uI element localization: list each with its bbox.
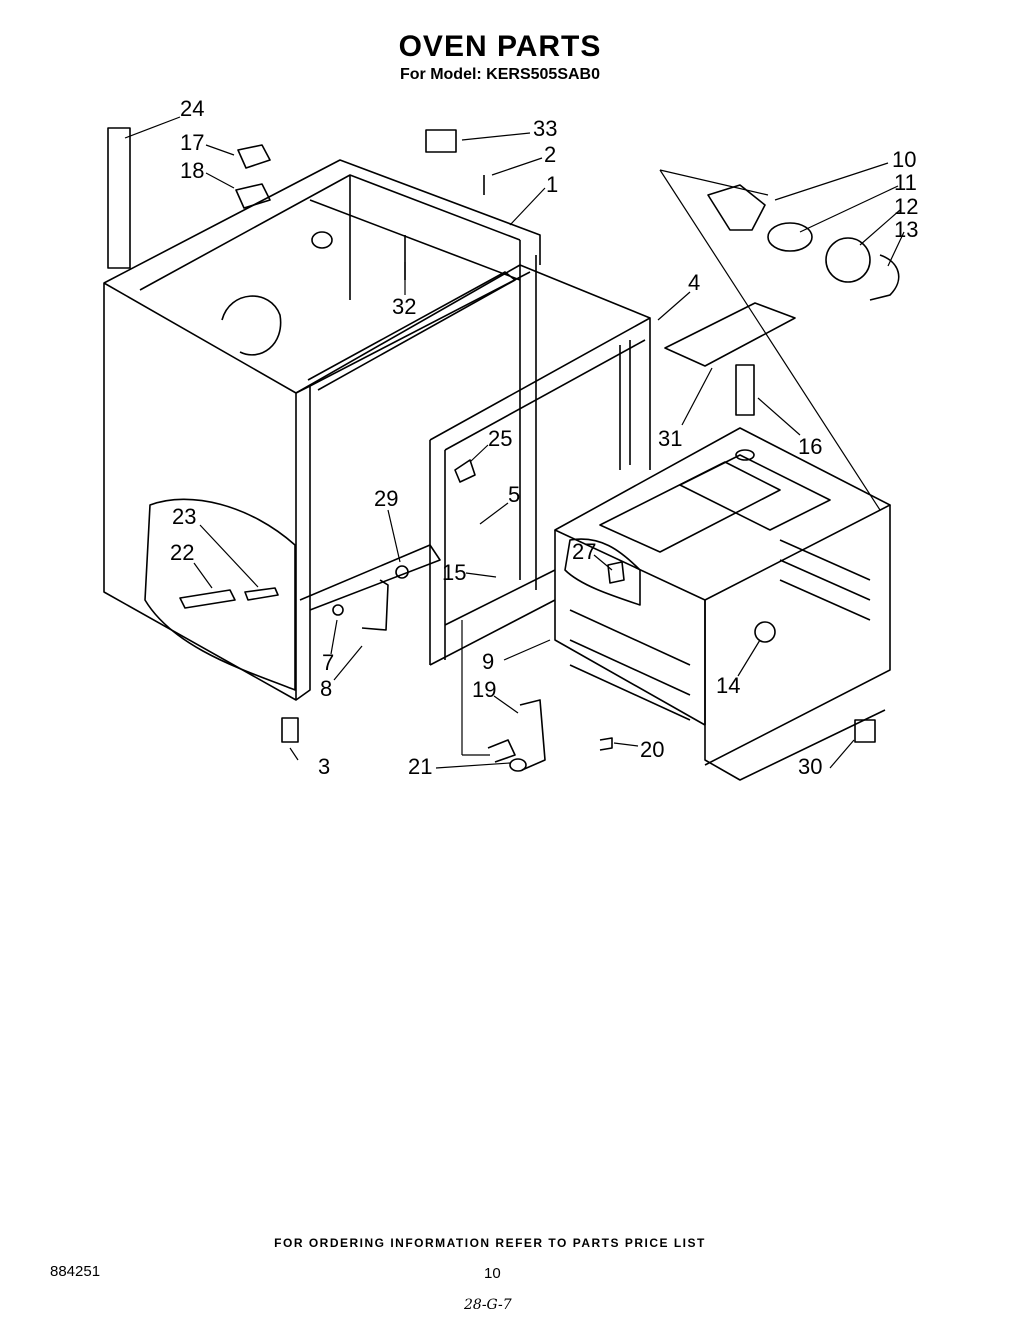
callout-20: 20 [640,737,664,762]
page-number: 10 [484,1265,501,1282]
callout-25: 25 [488,426,512,451]
callout-30: 30 [798,754,822,779]
callout-4: 4 [688,270,700,295]
callout-24: 24 [180,96,204,121]
callout-19: 19 [472,677,496,702]
doc-number: 884251 [50,1263,101,1280]
callout-16: 16 [798,434,822,459]
cabinet-side-panel [103,282,311,701]
callout-1: 1 [546,172,558,197]
callout-labels: 24 17 18 33 2 1 10 11 12 13 32 4 31 16 2… [170,96,918,779]
callout-22: 22 [170,540,194,565]
callout-31: 31 [658,426,682,451]
callout-3: 3 [318,754,330,779]
callout-8: 8 [320,676,332,701]
callout-33: 33 [533,116,557,141]
callout-29: 29 [374,486,398,511]
callout-9: 9 [482,649,494,674]
callout-15: 15 [442,560,466,585]
cabinet-frame [103,159,651,611]
callout-5: 5 [508,482,520,507]
model-subtitle: For Model: KERS505SAB0 [399,66,601,83]
callout-14: 14 [716,673,740,698]
callout-13: 13 [894,217,918,242]
small-parts [107,127,900,772]
callout-17: 17 [180,130,204,155]
oven-cavity [554,427,891,781]
handwritten-note: 28-G-7 [464,1297,512,1313]
callout-7: 7 [322,650,334,675]
callout-21: 21 [408,754,432,779]
leader-lines [124,116,905,769]
callout-11: 11 [894,170,917,195]
callout-32: 32 [392,294,416,319]
callout-12: 12 [894,194,918,219]
page-title: OVEN PARTS [398,30,602,63]
ordering-note: FOR ORDERING INFORMATION REFER TO PARTS … [274,1236,706,1250]
callout-27: 27 [572,539,596,564]
callout-23: 23 [172,504,196,529]
callout-2: 2 [544,142,556,167]
front-frame [429,317,651,666]
callout-18: 18 [180,158,204,183]
callout-10: 10 [892,147,916,172]
